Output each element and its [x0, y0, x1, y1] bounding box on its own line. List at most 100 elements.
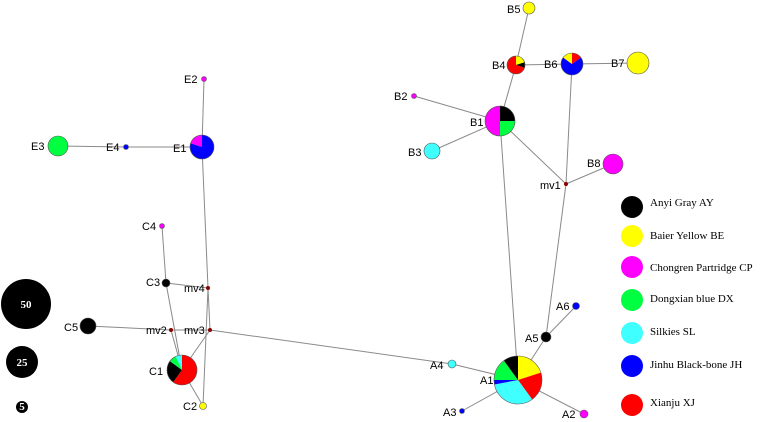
node-E1	[189, 134, 215, 160]
edge-E4-E3	[57, 145, 127, 148]
edge-A5-mv1	[545, 183, 567, 338]
node-B1	[484, 105, 516, 137]
pie-slice-BE	[522, 1, 536, 15]
pie-slice-BE	[563, 53, 572, 64]
pie-slice-AY	[167, 361, 182, 383]
node-label-E3: E3	[31, 141, 44, 153]
node-label-C1: C1	[149, 366, 163, 378]
legend-item-CP: Chongren Partridge CP	[621, 256, 753, 278]
scale-disc	[6, 346, 38, 378]
legend-item-SL: Silkies SL	[621, 322, 696, 344]
node-E3	[47, 135, 69, 157]
node-label-mv2: mv2	[146, 325, 167, 337]
node-B6	[560, 52, 584, 76]
pie-slice-SL	[423, 142, 441, 160]
node-label-C3: C3	[146, 277, 160, 289]
node-label-E4: E4	[106, 142, 119, 154]
node-C5	[79, 317, 97, 335]
legend-swatch	[621, 256, 643, 278]
node-B2	[411, 93, 417, 99]
pie-slice-CP	[201, 76, 207, 82]
node-label-mv4: mv4	[184, 283, 205, 295]
pie-slice-BE	[516, 56, 525, 65]
pie-outline	[493, 355, 543, 405]
pie-slice-JH	[459, 408, 465, 414]
node-E4	[123, 144, 129, 150]
pie-slice-AY	[540, 331, 552, 343]
node-label-B5: B5	[507, 4, 520, 16]
node-label-B2: B2	[394, 91, 407, 103]
pie-slice-AY	[500, 106, 515, 121]
node-C1	[166, 354, 198, 386]
legend-label: Chongren Partridge CP	[650, 262, 753, 274]
scale-label: 25	[17, 357, 29, 369]
pie-slice-AY	[161, 278, 171, 288]
pie-slice-XJ	[173, 355, 198, 385]
median-vector-marker	[169, 328, 173, 332]
pie-outline	[484, 105, 516, 137]
pie-slice-DX	[47, 135, 69, 157]
node-A4	[447, 359, 457, 369]
pie-slice-BE	[626, 51, 650, 75]
pie-slice-XJ	[572, 52, 581, 64]
legend-swatch	[621, 355, 643, 377]
node-B8	[602, 153, 624, 175]
node-E2	[201, 76, 207, 82]
node-C2	[199, 402, 207, 410]
node-A6	[572, 302, 580, 310]
edge-mv1-B6	[565, 63, 573, 185]
legend-item-DX: Dongxian blue DX	[621, 289, 734, 311]
node-A1	[493, 355, 543, 405]
node-A3	[459, 408, 465, 414]
size-scale: 50 25 5	[1, 279, 51, 413]
node-label-E1: E1	[173, 143, 186, 155]
node-label-C4: C4	[142, 221, 156, 233]
legend-item-JH: Jinhu Black-bone JH	[621, 355, 742, 377]
pie-slice-JH	[494, 380, 518, 385]
node-B5	[522, 1, 536, 15]
node-B7	[626, 51, 650, 75]
pie-outline	[506, 55, 526, 75]
node-label-C2: C2	[183, 401, 197, 413]
pie-slice-XJ	[507, 56, 525, 75]
pie-slice-XJ	[518, 372, 543, 400]
pie-slice-AY	[503, 356, 518, 380]
pie-outline	[189, 134, 215, 160]
pie-slice-AY	[516, 62, 525, 68]
pie-slice-CP	[190, 135, 202, 147]
scale-label: 5	[19, 401, 25, 413]
pie-slice-BE	[199, 402, 207, 410]
edge-mv3-mv4	[207, 287, 211, 331]
node-label-B1: B1	[470, 117, 483, 129]
node-label-mv1: mv1	[540, 180, 561, 192]
node-label-B8: B8	[587, 158, 600, 170]
pie-slice-SL	[175, 355, 182, 370]
scale-disc	[16, 401, 28, 413]
node-label-A4: A4	[430, 360, 443, 372]
pie-slice-DX	[494, 360, 518, 380]
edge-A4-mv3	[209, 329, 453, 365]
node-label-B6: B6	[544, 59, 557, 71]
pie-slice-SL	[494, 380, 533, 405]
pie-slice-CP	[485, 106, 500, 136]
pie-outline	[166, 354, 198, 386]
node-label-A3: A3	[443, 407, 456, 419]
node-mv2	[169, 328, 173, 332]
scale-label: 50	[21, 299, 33, 311]
edge-B4-B5	[515, 7, 530, 66]
pie-slice-CP	[159, 223, 165, 229]
node-C4	[159, 223, 165, 229]
edge-mv4-C3	[165, 282, 209, 289]
legend-label: Silkies SL	[650, 326, 696, 338]
node-C3	[161, 278, 171, 288]
pie-slice-CP	[411, 93, 417, 99]
node-label-A5: A5	[525, 333, 538, 345]
pie-slice-SL	[447, 359, 457, 369]
legend-label: Baier Yellow BE	[650, 230, 725, 242]
edge-mv4-E1	[201, 146, 209, 289]
node-label-mv3: mv3	[184, 325, 205, 337]
edge-A1-B1	[499, 120, 519, 381]
node-label-B7: B7	[611, 58, 624, 70]
node-B4	[506, 55, 526, 75]
